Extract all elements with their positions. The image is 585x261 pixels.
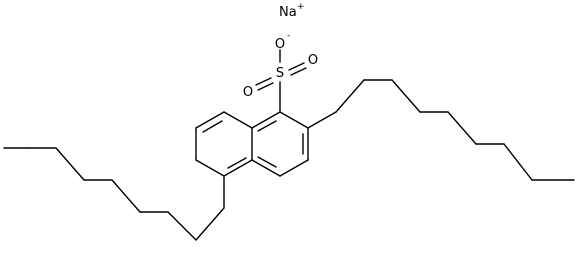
bond bbox=[223, 159, 253, 177]
bond-s-o-right-double bbox=[290, 67, 307, 76]
bond bbox=[279, 111, 309, 129]
bond bbox=[251, 159, 281, 177]
sulfur-atom-label: S bbox=[276, 66, 284, 81]
bond bbox=[195, 207, 225, 241]
double-bond-inner bbox=[257, 156, 277, 168]
bond bbox=[447, 111, 477, 145]
octyl-chain-left bbox=[3, 147, 225, 241]
bond bbox=[279, 159, 309, 177]
sulfonate-group: S O - O O bbox=[243, 31, 318, 113]
bond bbox=[195, 159, 225, 177]
bond bbox=[307, 111, 337, 129]
double-bond-inner bbox=[202, 120, 223, 133]
oxygen-charge-label: - bbox=[287, 31, 290, 41]
bond-s-o-right bbox=[288, 62, 305, 71]
sodium-counterion: Na + bbox=[279, 2, 305, 20]
sodium-label: Na bbox=[279, 5, 297, 20]
naphthalene-ring-b bbox=[195, 111, 253, 177]
bond bbox=[251, 111, 281, 129]
bond bbox=[167, 211, 197, 241]
bond bbox=[111, 179, 141, 213]
octyl-chain-right bbox=[307, 79, 575, 181]
bond-s-o-left bbox=[255, 77, 272, 86]
bond bbox=[391, 79, 421, 113]
double-bond-inner bbox=[257, 120, 277, 132]
oxygen-top-label: O bbox=[275, 37, 285, 52]
bond bbox=[55, 147, 85, 181]
naphthalene-ring-a bbox=[251, 111, 309, 177]
bond bbox=[503, 143, 533, 181]
oxygen-right-label: O bbox=[308, 53, 318, 68]
oxygen-left-label: O bbox=[243, 85, 253, 100]
double-bond-inner bbox=[227, 157, 247, 169]
bond bbox=[195, 111, 225, 129]
bond-s-o-left-double bbox=[257, 82, 274, 91]
bond bbox=[223, 111, 253, 129]
sodium-charge-label: + bbox=[297, 2, 305, 12]
bond bbox=[335, 79, 365, 113]
